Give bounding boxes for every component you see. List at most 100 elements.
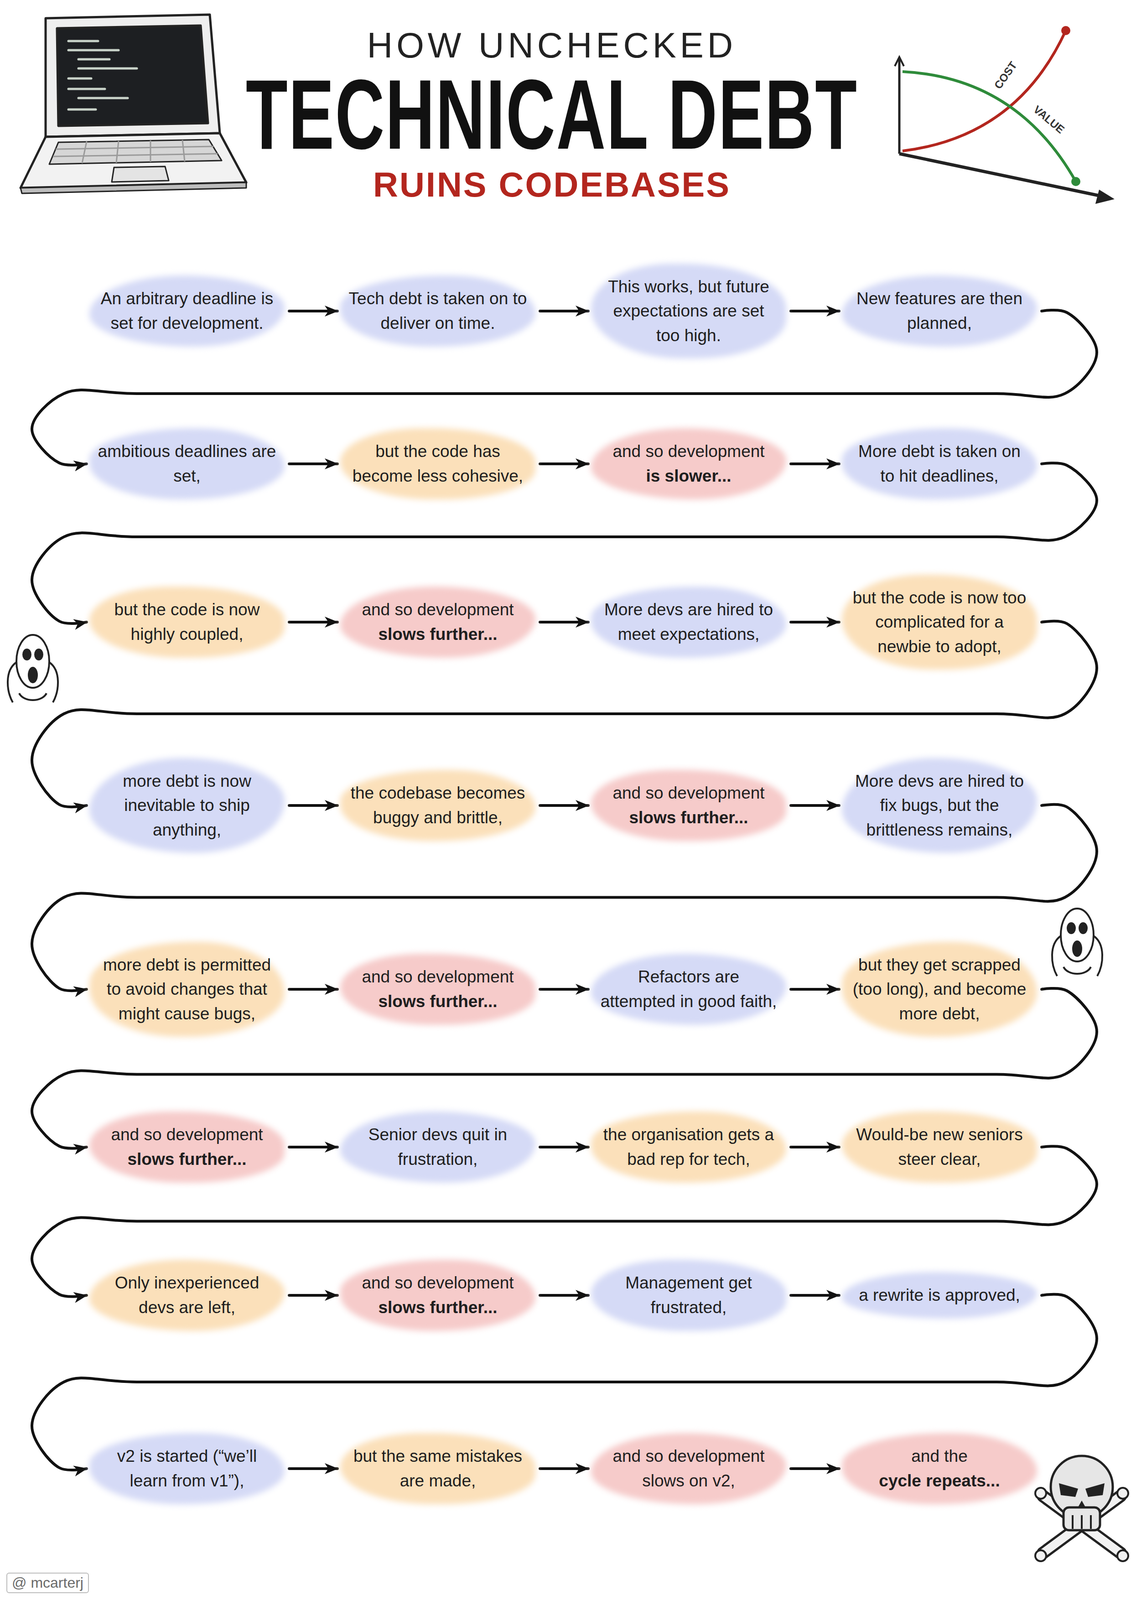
step-text: but the code is now too complicated for … bbox=[850, 585, 1029, 659]
step-text: Tech debt is taken on to deliver on time… bbox=[348, 286, 528, 336]
step-text: and the bbox=[850, 1443, 1029, 1469]
skull-crossbones bbox=[1035, 1487, 1047, 1499]
watercolor-blob bbox=[340, 1111, 536, 1183]
step-box: Tech debt is taken on to deliver on time… bbox=[337, 272, 539, 349]
step-box: but the code is now too complicated for … bbox=[839, 571, 1040, 673]
skull-crossbones bbox=[1042, 1495, 1121, 1553]
skull-crossbones bbox=[1035, 1455, 1129, 1562]
step-text: and so development bbox=[599, 439, 779, 464]
laptop-icon bbox=[68, 41, 137, 110]
watercolor-blob bbox=[591, 428, 787, 499]
flow-arrow bbox=[790, 620, 840, 624]
skull-crossbones bbox=[1042, 1495, 1121, 1553]
watercolor-blob bbox=[89, 275, 285, 347]
step-box: and so development slows on v2, bbox=[588, 1430, 789, 1507]
step-box: and so developmentis slower... bbox=[588, 425, 789, 502]
step-text: but the code has become less cohesive, bbox=[348, 439, 528, 488]
scream-face bbox=[7, 662, 17, 703]
skull-crossbones bbox=[1071, 1514, 1074, 1529]
step-text: slows further... bbox=[348, 989, 528, 1014]
step-text: is slower... bbox=[599, 463, 779, 489]
cost-value-chart bbox=[1061, 25, 1071, 36]
watermark: @ mcarterj bbox=[6, 1572, 89, 1593]
skull-crossbones bbox=[1117, 1487, 1129, 1499]
flow-arrow bbox=[289, 620, 338, 624]
step-text: a rewrite is approved, bbox=[850, 1282, 1029, 1308]
flow-arrow bbox=[289, 1145, 338, 1149]
step-text: slows further... bbox=[348, 622, 528, 647]
step-box: More devs are hired to meet expectations… bbox=[588, 583, 789, 660]
step-text: Management get frustrated, bbox=[599, 1270, 779, 1320]
step-box: Refactors are attempted in good faith, bbox=[588, 950, 789, 1028]
watercolor-blob bbox=[340, 428, 536, 499]
watercolor-blob bbox=[340, 1432, 536, 1504]
step-box: and so developmentslows further... bbox=[337, 1256, 539, 1334]
step-box: but they get scrapped (too long), and be… bbox=[839, 939, 1040, 1040]
step-box: a rewrite is approved, bbox=[839, 1269, 1040, 1322]
flow-arrow bbox=[539, 462, 589, 466]
laptop-icon bbox=[68, 77, 92, 80]
step-box: Would-be new seniors steer clear, bbox=[839, 1108, 1040, 1185]
main-title: TECHNICAL DEBT bbox=[218, 64, 885, 165]
skull-crossbones bbox=[1080, 1514, 1083, 1529]
step-text: and so development bbox=[348, 1270, 528, 1296]
step-box: Only inexperienced devs are left, bbox=[86, 1256, 288, 1334]
watercolor-blob bbox=[841, 428, 1038, 499]
laptop-icon bbox=[78, 58, 110, 61]
laptop-icon bbox=[57, 25, 208, 126]
watercolor-blob bbox=[591, 769, 787, 841]
step-text: and so development slows on v2, bbox=[599, 1443, 779, 1493]
axis-label: COST bbox=[991, 59, 1020, 92]
scream-face bbox=[1052, 935, 1061, 976]
step-box: More debt is taken on to hit deadlines, bbox=[839, 425, 1040, 502]
watercolor-blob bbox=[591, 1259, 787, 1331]
watercolor-blob bbox=[591, 1432, 787, 1504]
scream-face bbox=[1073, 941, 1082, 956]
watercolor-blob bbox=[841, 275, 1038, 347]
step-box: the organisation gets a bad rep for tech… bbox=[588, 1108, 789, 1185]
skull-crossbones bbox=[1058, 1483, 1079, 1497]
step-box: ambitious deadlines are set, bbox=[86, 425, 288, 502]
skull-crossbones bbox=[1085, 1483, 1105, 1497]
watercolor-blob bbox=[841, 1432, 1038, 1504]
step-text: and so development bbox=[348, 597, 528, 623]
step-text: Senior devs quit in frustration, bbox=[348, 1122, 528, 1172]
flow-arrow bbox=[539, 309, 589, 313]
step-box: New features are then planned, bbox=[839, 272, 1040, 349]
title-line: HOW UNCHECKED bbox=[218, 25, 885, 67]
step-box: but the code is now highly coupled, bbox=[86, 583, 288, 660]
scream-face bbox=[1079, 923, 1087, 934]
laptop-icon bbox=[68, 40, 99, 43]
step-text: but the same mistakes are made, bbox=[348, 1443, 528, 1493]
scream-face bbox=[1060, 908, 1094, 962]
scream-face bbox=[7, 634, 58, 703]
flow-arrow bbox=[790, 462, 840, 466]
laptop-icon bbox=[68, 88, 105, 91]
laptop-icon bbox=[20, 182, 247, 194]
skull-crossbones bbox=[1035, 1550, 1047, 1562]
step-box: Management get frustrated, bbox=[588, 1256, 789, 1334]
watercolor-blob bbox=[340, 953, 536, 1025]
step-box: the codebase becomes buggy and brittle, bbox=[337, 767, 539, 844]
scream-face bbox=[1052, 908, 1103, 976]
flow-arrow bbox=[539, 804, 589, 807]
watercolor-blob bbox=[591, 586, 787, 658]
flow-arrow bbox=[790, 309, 840, 313]
scream-face bbox=[23, 649, 31, 660]
step-box: An arbitrary deadline is set for develop… bbox=[86, 272, 288, 349]
cost-value-chart bbox=[898, 59, 901, 154]
step-text: slows further... bbox=[599, 805, 779, 831]
step-text: Would-be new seniors steer clear, bbox=[850, 1122, 1029, 1172]
step-text: more debt is now inevitable to ship anyt… bbox=[97, 768, 277, 843]
step-box: more debt is permitted to avoid changes … bbox=[86, 939, 288, 1040]
step-text: the codebase becomes buggy and brittle, bbox=[348, 780, 528, 830]
step-text: and so development bbox=[97, 1122, 277, 1147]
flow-arrow bbox=[790, 804, 840, 807]
watercolor-blob bbox=[89, 428, 285, 499]
cost-value-chart bbox=[902, 71, 1076, 182]
step-text: cycle repeats... bbox=[850, 1468, 1029, 1494]
scream-face bbox=[1093, 935, 1103, 976]
step-text: but the code is now highly coupled, bbox=[97, 597, 277, 647]
flow-arrow bbox=[790, 1145, 840, 1149]
